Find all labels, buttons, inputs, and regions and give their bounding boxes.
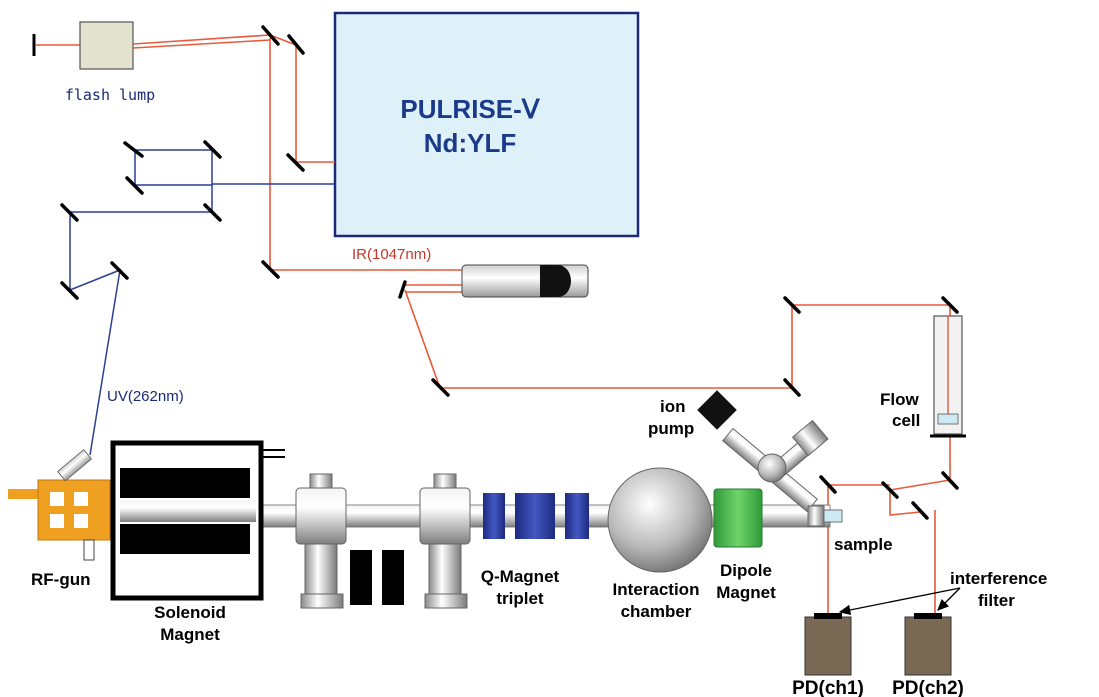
q-magnet-label-2: triplet <box>496 589 544 608</box>
dipole-magnet <box>713 488 843 548</box>
dipole-label-2: Magnet <box>716 583 776 602</box>
rf-gun <box>8 449 111 561</box>
steering-magnets <box>350 550 404 605</box>
solenoid-label-1: Solenoid <box>154 603 226 622</box>
solenoid-magnet <box>110 440 285 601</box>
laser-type-label: Nd:YLF <box>424 128 516 158</box>
dipole-label-1: Dipole <box>720 561 772 580</box>
uv-beam-label: UV(262nm) <box>107 388 184 405</box>
pd-ch1-label: PD(ch1) <box>792 678 864 697</box>
solenoid-label-2: Magnet <box>160 625 220 644</box>
interaction-chamber <box>607 467 713 573</box>
vacuum-cross-1 <box>295 473 347 609</box>
filter-arrow-2 <box>937 587 961 611</box>
flash-lamp: flash lump <box>32 21 155 104</box>
beam-dump <box>461 264 589 298</box>
sample-label: sample <box>834 535 893 554</box>
laser-model-label: PULRISE-Ⅴ <box>400 94 540 124</box>
uv-beam-path <box>69 149 335 456</box>
q-magnet-label-1: Q-Magnet <box>481 567 560 586</box>
rf-gun-label: RF-gun <box>31 570 90 589</box>
flow-cell <box>930 315 966 438</box>
ion-pump <box>697 390 829 513</box>
mirrors <box>60 25 959 520</box>
chamber-label-2: chamber <box>621 602 692 621</box>
photodiode-ch1 <box>804 613 852 676</box>
chamber-label-1: Interaction <box>613 580 700 599</box>
laser-unit: PULRISE-Ⅴ Nd:YLF <box>333 11 640 238</box>
flash-lamp-label: flash lump <box>65 86 155 104</box>
ir-beam-label: IR(1047nm) <box>352 246 431 263</box>
flow-cell-label-1: Flow <box>880 390 919 409</box>
vacuum-cross-2 <box>419 473 471 609</box>
filter-label-1: interference <box>950 569 1047 588</box>
ion-pump-label-1: ion <box>660 397 686 416</box>
ion-pump-label-2: pump <box>648 419 694 438</box>
q-magnet-triplet <box>483 493 589 539</box>
pd-ch2-label: PD(ch2) <box>892 678 964 697</box>
filter-label-2: filter <box>978 591 1015 610</box>
filter-arrow-1 <box>838 587 961 616</box>
photodiode-ch2 <box>904 613 952 676</box>
flow-cell-label-2: cell <box>892 411 920 430</box>
